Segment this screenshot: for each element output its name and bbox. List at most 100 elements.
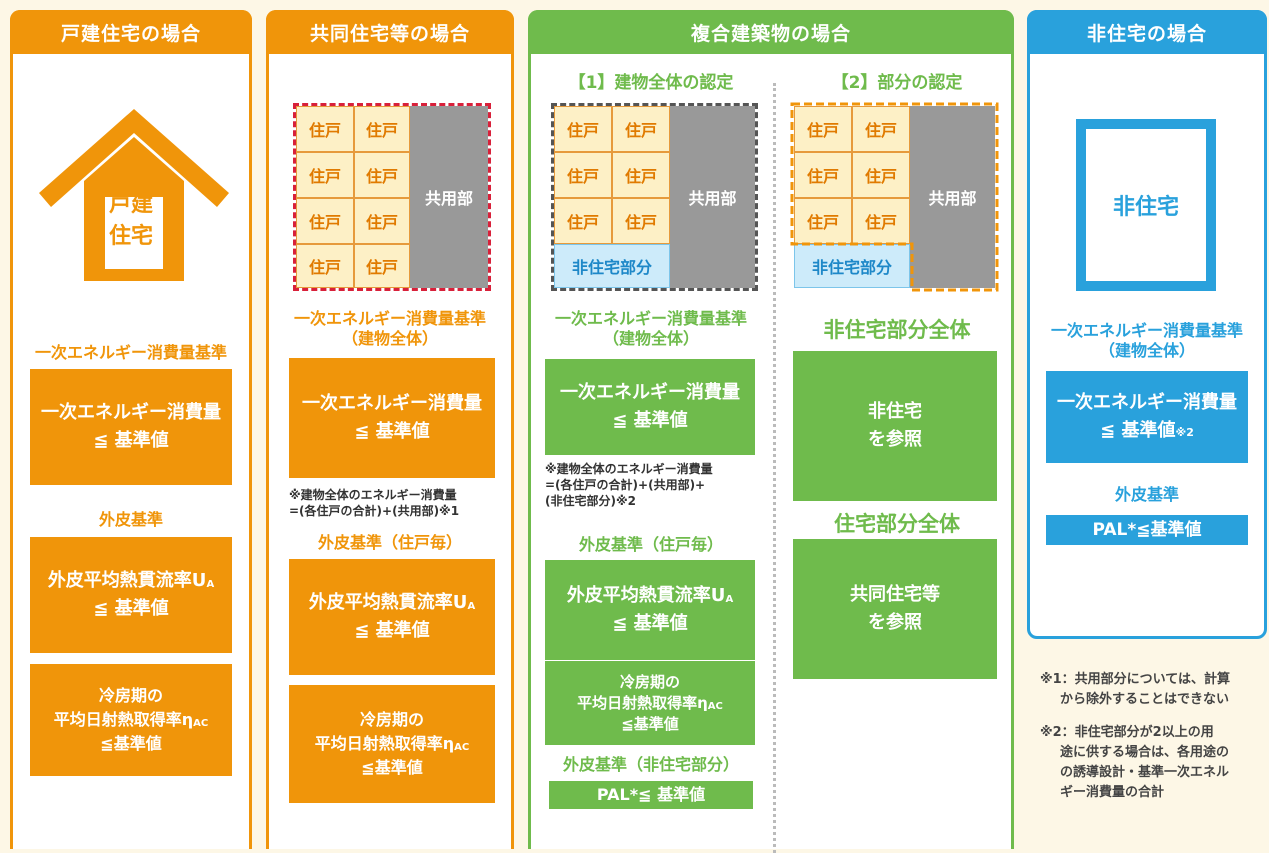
eta-box-line1: 冷房期の — [619, 672, 680, 691]
note-line2: =(各住戸の合計)+(共用部)※1 — [289, 504, 460, 519]
eta-box-line2: 平均日射熱取得率ηAC — [577, 693, 723, 714]
footnote-2-line3: の誘導設計・基準一次エネル — [1060, 765, 1230, 781]
ua-box: 外皮平均熱貫流率UA ≦ 基準値 — [545, 560, 755, 660]
energy-box-line2: ≦ 基準値 — [354, 421, 430, 442]
ua-box-line1: 外皮平均熱貫流率UA — [567, 582, 733, 610]
eta-text: 平均日射熱取得率η — [53, 710, 194, 729]
energy-box: 一次エネルギー消費量 ≦ 基準値※2 — [1046, 371, 1248, 463]
subtitle-whole-building: 【1】建物全体の認定 — [568, 73, 734, 93]
ua-subscript: A — [725, 594, 734, 606]
note-line1: ※建物全体のエネルギー消費量 — [545, 462, 713, 476]
footnote-2: ※2：非住宅部分が2以上の用 途に供する場合は、各用途の の誘導設計・基準一次エ… — [1040, 723, 1229, 804]
part1-title: 非住宅部分全体 — [823, 318, 971, 342]
unit-cell: 住戸 — [296, 152, 354, 198]
eta-box-line1: 冷房期の — [359, 710, 424, 729]
part1-box-line1: 非住宅 — [868, 401, 922, 423]
subtitle-partial: 【2】部分の認定 — [831, 73, 963, 93]
unit-cell: 住戸 — [852, 152, 910, 198]
unit-cell: 住戸 — [794, 106, 852, 152]
non-residential-part: 非住宅部分 — [554, 244, 670, 288]
column-non-residential: 非住宅の場合 非住宅 一次エネルギー消費量基準 （建物全体） 一次エネルギー消費… — [1027, 10, 1267, 639]
energy-title-line2: （建物全体） — [1098, 341, 1195, 360]
ua-box-line1: 外皮平均熱貫流率UA — [309, 589, 475, 617]
ua-box-line2: ≦ 基準値 — [612, 613, 688, 634]
skin-standard-title: 外皮基準（住戸毎） — [317, 533, 462, 552]
part2-title: 住宅部分全体 — [834, 512, 960, 536]
ua-text: 外皮平均熱貫流率U — [566, 585, 726, 607]
unit-cell: 住戸 — [296, 106, 354, 152]
note-line3: (非住宅部分)※2 — [545, 494, 636, 509]
eta-box-line3: ≦基準値 — [100, 734, 162, 753]
energy-box-line1: 一次エネルギー消費量 — [1057, 392, 1237, 414]
ua-text: 外皮平均熱貫流率U — [47, 570, 207, 592]
ua-box: 外皮平均熱貫流率UA ≦ 基準値 — [30, 537, 232, 653]
eta-box-line2: 平均日射熱取得率ηAC — [315, 732, 469, 756]
unit-cell: 住戸 — [554, 152, 612, 198]
ua-subscript: A — [206, 579, 215, 591]
energy-box-line1: 一次エネルギー消費量 — [560, 382, 740, 404]
part2-box-line1: 共同住宅等 — [850, 584, 940, 606]
column-apartment: 共同住宅等の場合 住戸 住戸 住戸 住戸 住戸 住戸 住戸 住戸 共用部 一次エ… — [266, 10, 514, 849]
footnote-1-line1: ※1：共用部分については、計算 — [1040, 672, 1231, 687]
unit-cell: 住戸 — [354, 152, 410, 198]
non-residential-part: 非住宅部分 — [794, 244, 910, 288]
sub-column-divider — [773, 83, 776, 853]
energy-title-line1: 一次エネルギー消費量基準 — [554, 309, 747, 328]
eta-box-line1: 冷房期の — [98, 686, 163, 705]
unit-cell: 住戸 — [554, 198, 612, 244]
column-header: 戸建住宅の場合 — [10, 10, 252, 54]
energy-standard-title: 一次エネルギー消費量基準 （建物全体） — [1030, 321, 1264, 361]
energy-box-line1: 一次エネルギー消費量 — [302, 393, 482, 415]
footnote-2-line4: ギー消費量の合計 — [1060, 785, 1165, 801]
energy-box: 一次エネルギー消費量 ≦ 基準値 — [545, 359, 755, 455]
unit-cell: 住戸 — [794, 152, 852, 198]
energy-note: ※建物全体のエネルギー消費量 =(各住戸の合計)+(共用部)※1 — [289, 487, 459, 519]
unit-cell: 住戸 — [852, 106, 910, 152]
eta-text: 平均日射熱取得率η — [314, 734, 455, 753]
column-header: 非住宅の場合 — [1027, 10, 1267, 54]
unit-cell: 住戸 — [554, 106, 612, 152]
footnote-1: ※1：共用部分については、計算 から除外することはできない — [1040, 670, 1230, 710]
unit-cell: 住戸 — [354, 244, 410, 288]
unit-cell: 住戸 — [354, 106, 410, 152]
eta-box-line2: 平均日射熱取得率ηAC — [54, 708, 208, 732]
footnote-1-line2: から除外することはできない — [1060, 692, 1230, 708]
residential-part-outline — [790, 102, 999, 292]
part1-box: 非住宅 を参照 — [793, 351, 997, 501]
energy-standard-title: 一次エネルギー消費量基準 — [34, 343, 227, 362]
eta-text: 平均日射熱取得率η — [577, 693, 708, 712]
energy-title-line1: 一次エネルギー消費量基準 — [293, 309, 486, 328]
skin-standard-title: 外皮基準 — [98, 510, 163, 529]
ua-text: 外皮平均熱貫流率U — [308, 592, 468, 614]
eta-box-line3: ≦基準値 — [361, 758, 423, 777]
house-label-line1: 戸建 — [108, 192, 153, 217]
ua-subscript: A — [467, 601, 476, 613]
house-icon — [39, 109, 229, 281]
column-header: 複合建築物の場合 — [528, 10, 1014, 54]
energy-title-line2: （建物全体） — [602, 329, 699, 348]
eta-subscript: AC — [454, 742, 470, 753]
column-header: 共同住宅等の場合 — [266, 10, 514, 54]
energy-standard-title: 一次エネルギー消費量基準 （建物全体） — [531, 309, 771, 349]
part1-box-line2: を参照 — [868, 429, 922, 450]
unit-cell: 住戸 — [354, 198, 410, 244]
energy-title-line2: （建物全体） — [341, 329, 438, 348]
energy-box-line2: ≦ 基準値 — [93, 430, 169, 451]
skin-standard-title: 外皮基準 — [1114, 485, 1179, 504]
common-area: 共用部 — [910, 106, 995, 288]
part2-box: 共同住宅等 を参照 — [793, 539, 997, 679]
unit-cell: 住戸 — [612, 198, 670, 244]
unit-cell: 住戸 — [612, 152, 670, 198]
whole-building-diagram — [551, 103, 758, 291]
part2-box-line2: を参照 — [868, 612, 922, 633]
pal-box: PAL*≦基準値 — [1046, 515, 1248, 545]
eta-box: 冷房期の 平均日射熱取得率ηAC ≦基準値 — [545, 661, 755, 745]
apartment-diagram — [293, 103, 491, 291]
note-line1: ※建物全体のエネルギー消費量 — [289, 488, 457, 502]
pal-box: PAL*≦ 基準値 — [549, 781, 753, 809]
unit-cell: 住戸 — [852, 198, 910, 244]
house-label: 戸建 住宅 — [13, 189, 249, 253]
column-detached-house: 戸建住宅の場合 戸建 住宅 一次エネルギー消費量基準 一次エネルギー消費量 ≦ … — [10, 10, 252, 849]
footnote-2-line1: ※2：非住宅部分が2以上の用 — [1040, 725, 1214, 740]
energy-box: 一次エネルギー消費量 ≦ 基準値 — [289, 358, 495, 478]
